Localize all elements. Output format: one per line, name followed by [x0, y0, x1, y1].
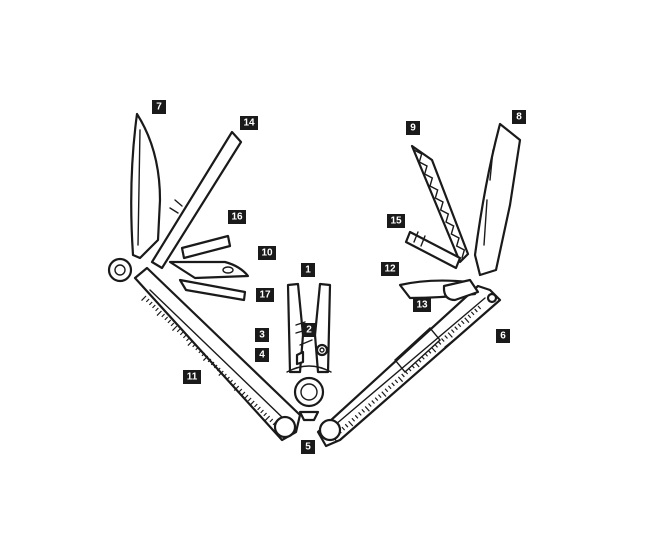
callout-5-label: 5 — [305, 442, 311, 453]
callout-16-label: 16 — [231, 212, 243, 223]
callout-11-label: 11 — [187, 372, 198, 383]
callout-13-label: 13 — [416, 300, 428, 311]
callout-10: 10 — [258, 246, 276, 260]
tool-17 — [178, 278, 247, 302]
blade-7 — [107, 112, 162, 283]
callout-6: 6 — [496, 329, 510, 343]
callout-9: 9 — [406, 121, 420, 135]
callout-5: 5 — [301, 440, 315, 454]
right-handle — [316, 284, 502, 448]
callout-14: 14 — [240, 116, 258, 130]
callout-3: 3 — [255, 328, 269, 342]
callout-14-label: 14 — [243, 118, 255, 129]
pliers — [286, 282, 332, 422]
callout-17-label: 17 — [259, 290, 271, 301]
callout-3-label: 3 — [259, 330, 265, 341]
callout-1: 1 — [301, 263, 315, 277]
callout-17: 17 — [256, 288, 274, 302]
bit-15 — [404, 230, 462, 270]
callout-6-label: 6 — [500, 331, 506, 342]
callout-12: 12 — [381, 262, 399, 276]
callout-8-label: 8 — [516, 112, 522, 123]
saw-blade-9 — [410, 144, 470, 264]
callout-10-label: 10 — [261, 248, 273, 259]
callout-2-label: 2 — [306, 325, 312, 336]
callout-7: 7 — [152, 100, 166, 114]
tool-16 — [180, 234, 232, 260]
callout-4-label: 4 — [259, 350, 265, 361]
callout-2: 2 — [302, 323, 316, 337]
callout-13: 13 — [413, 298, 431, 312]
left-handle — [133, 266, 302, 442]
callout-9-label: 9 — [410, 123, 416, 134]
callout-1-label: 1 — [305, 265, 311, 276]
callout-12-label: 12 — [384, 264, 396, 275]
callout-11: 11 — [183, 370, 201, 384]
tool-10 — [168, 260, 250, 280]
callout-15-label: 15 — [390, 216, 402, 227]
callout-7-label: 7 — [156, 102, 162, 113]
saw-blade-14 — [150, 130, 243, 270]
callout-15: 15 — [387, 214, 405, 228]
callout-4: 4 — [255, 348, 269, 362]
callout-16: 16 — [228, 210, 246, 224]
bottle-opener-13 — [442, 278, 480, 302]
blade-8 — [473, 122, 522, 277]
callout-8: 8 — [512, 110, 526, 124]
